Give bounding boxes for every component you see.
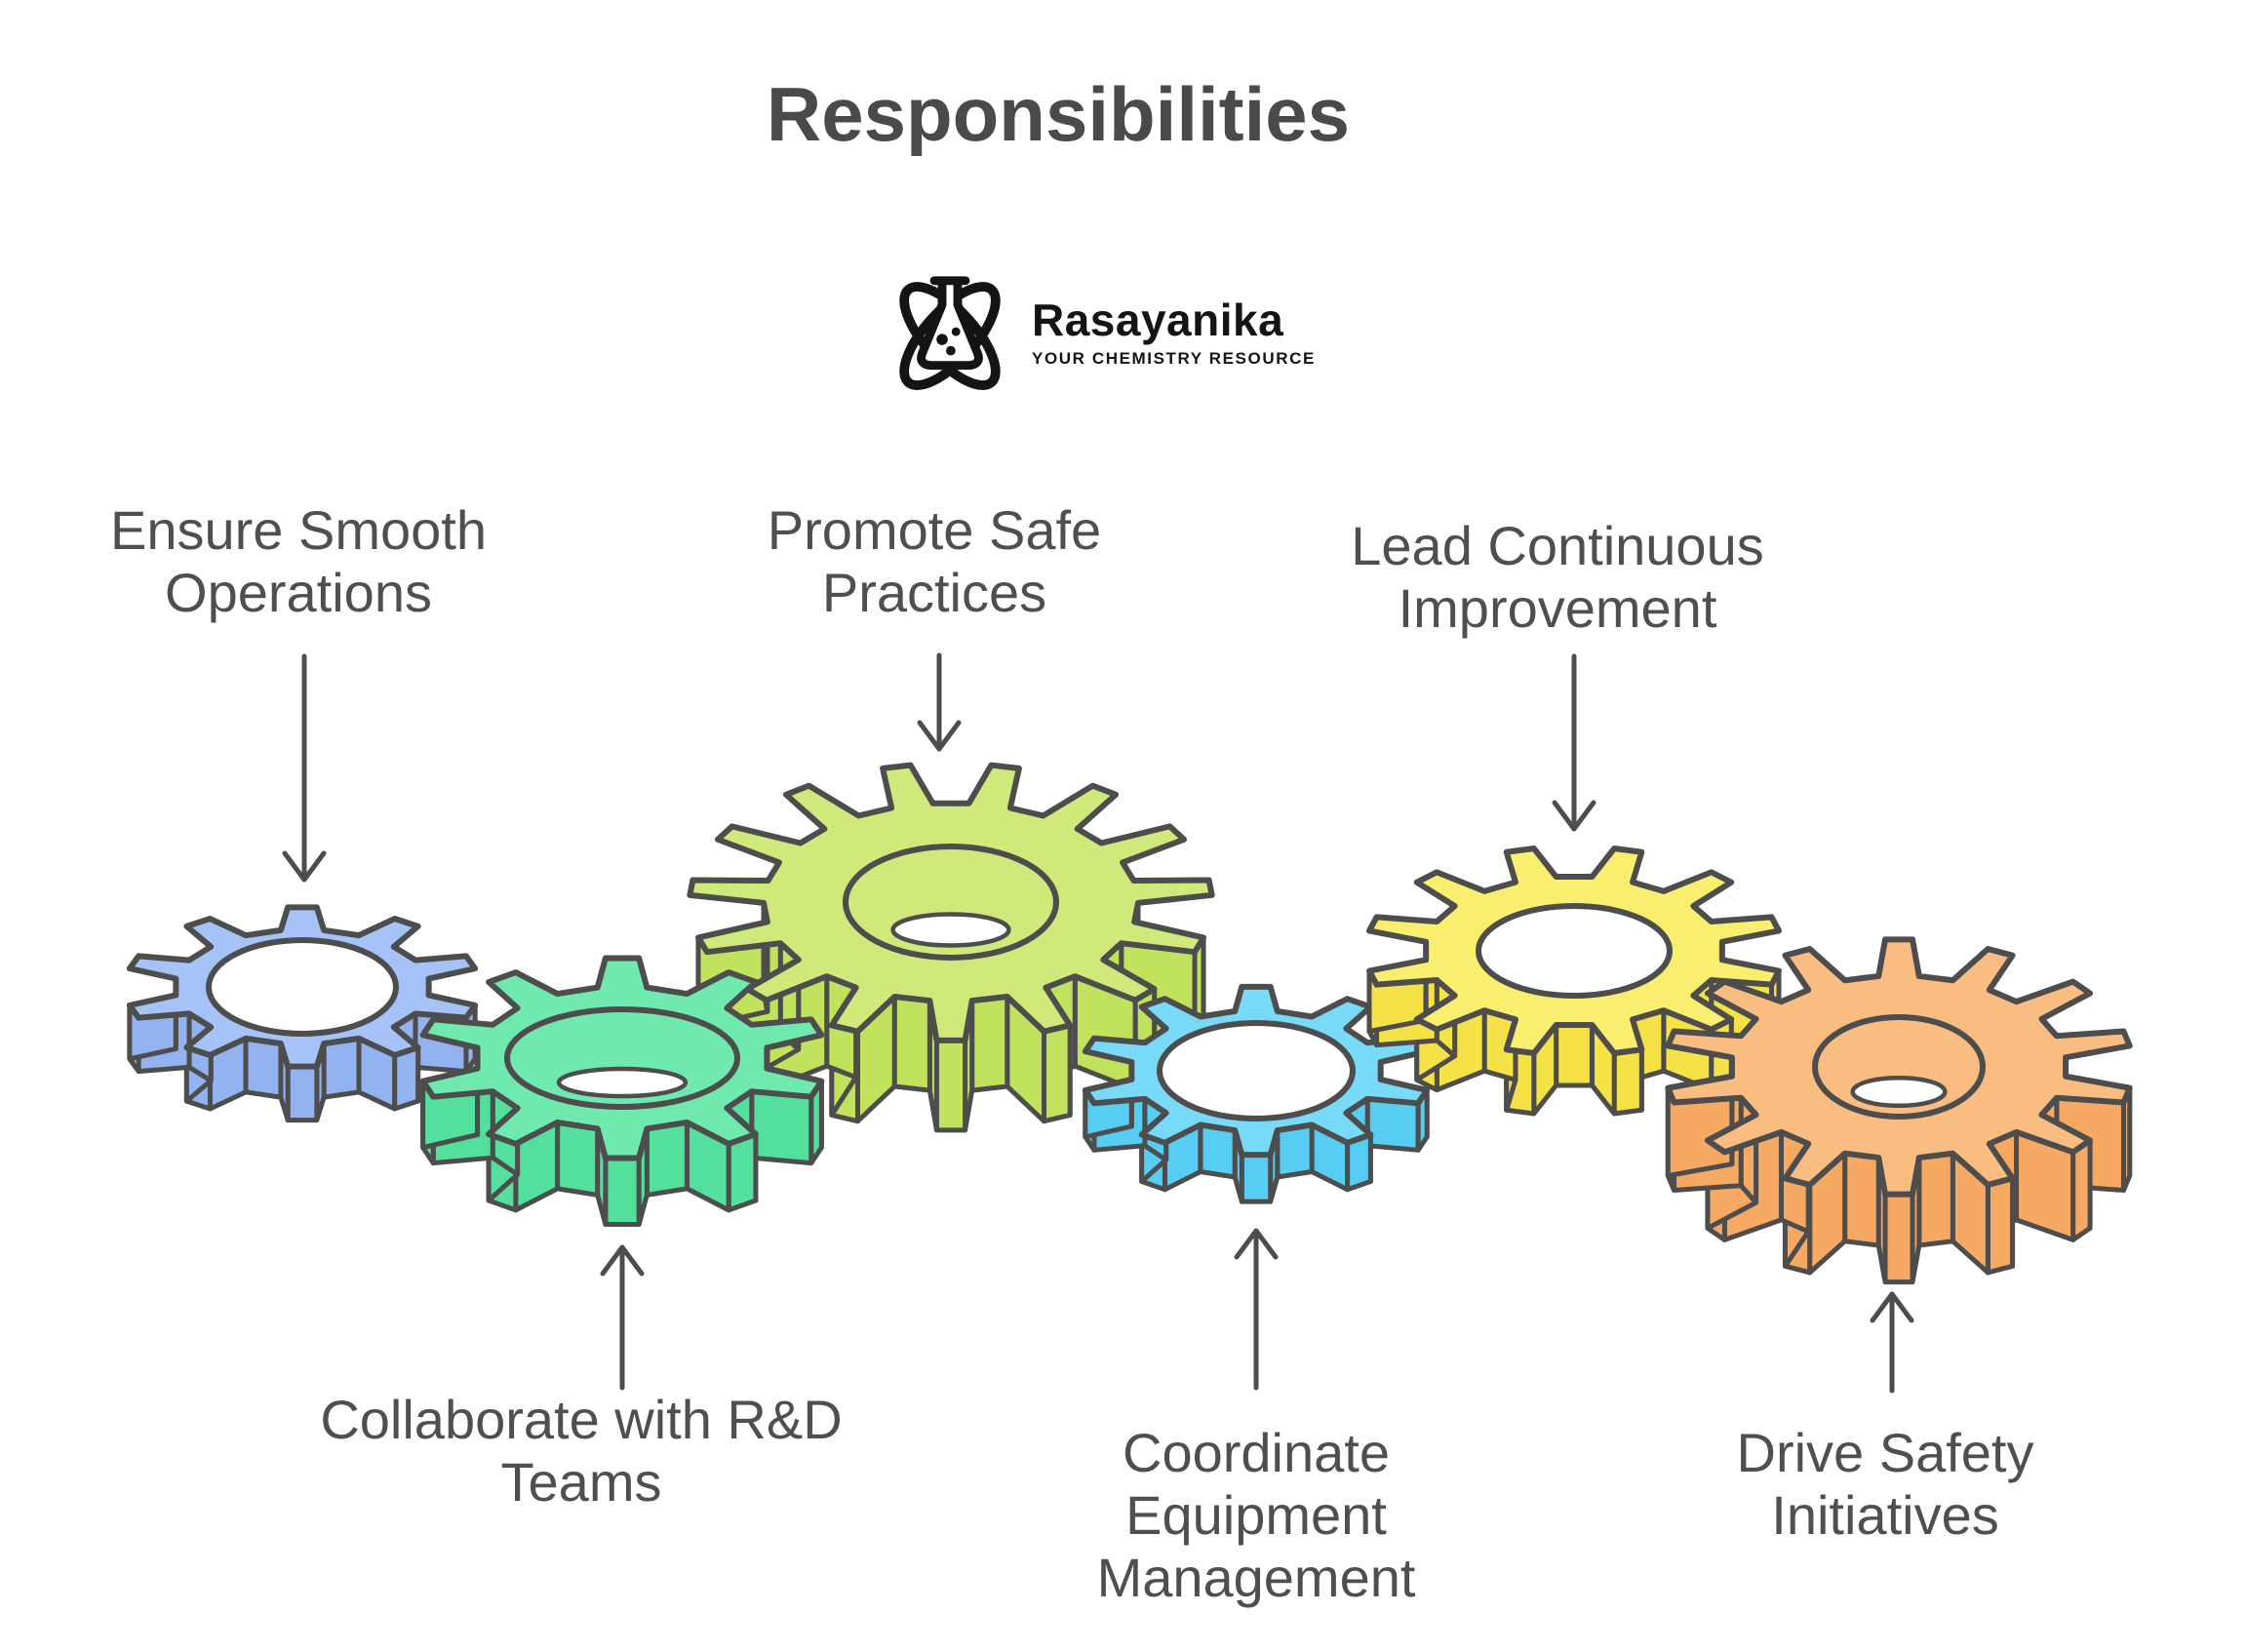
gear-collaborate-with-rd-teams <box>419 955 825 1228</box>
label-drive-safety-initiatives: Drive Safety Initiatives <box>1736 1422 2034 1546</box>
arrow-collaborate-with-rd-teams <box>600 1244 645 1391</box>
label-ensure-smooth-operations: Ensure Smooth Operations <box>110 499 487 623</box>
atom-flask-icon <box>881 263 1019 407</box>
label-promote-safe-practices: Promote Safe Practices <box>767 499 1102 623</box>
label-coordinate-equipment-management: Coordinate Equipment Management <box>1096 1422 1416 1608</box>
arrow-lead-continuous-improvement <box>1552 653 1597 832</box>
label-collaborate-with-rd-teams: Collaborate with R&D Teams <box>320 1389 843 1513</box>
gear-lead-continuous-improvement <box>1366 846 1782 1117</box>
brand-tagline: YOUR CHEMISTRY RESOURCE <box>1032 349 1316 368</box>
brand-name: Rasayanika <box>1032 295 1284 345</box>
arrow-coordinate-equipment-management <box>1234 1228 1279 1391</box>
page-title: Responsibilities <box>766 71 1351 157</box>
gear-coordinate-equipment-management <box>1082 983 1431 1204</box>
gear-drive-safety-initiatives <box>1665 936 2133 1285</box>
arrow-ensure-smooth-operations <box>282 653 327 883</box>
logo-text: Rasayanika YOUR CHEMISTRY RESOURCE <box>1032 295 1316 369</box>
arrow-promote-safe-practices <box>917 652 962 752</box>
label-lead-continuous-improvement: Lead Continuous Improvement <box>1351 515 1764 639</box>
arrow-drive-safety-initiatives <box>1870 1291 1914 1394</box>
